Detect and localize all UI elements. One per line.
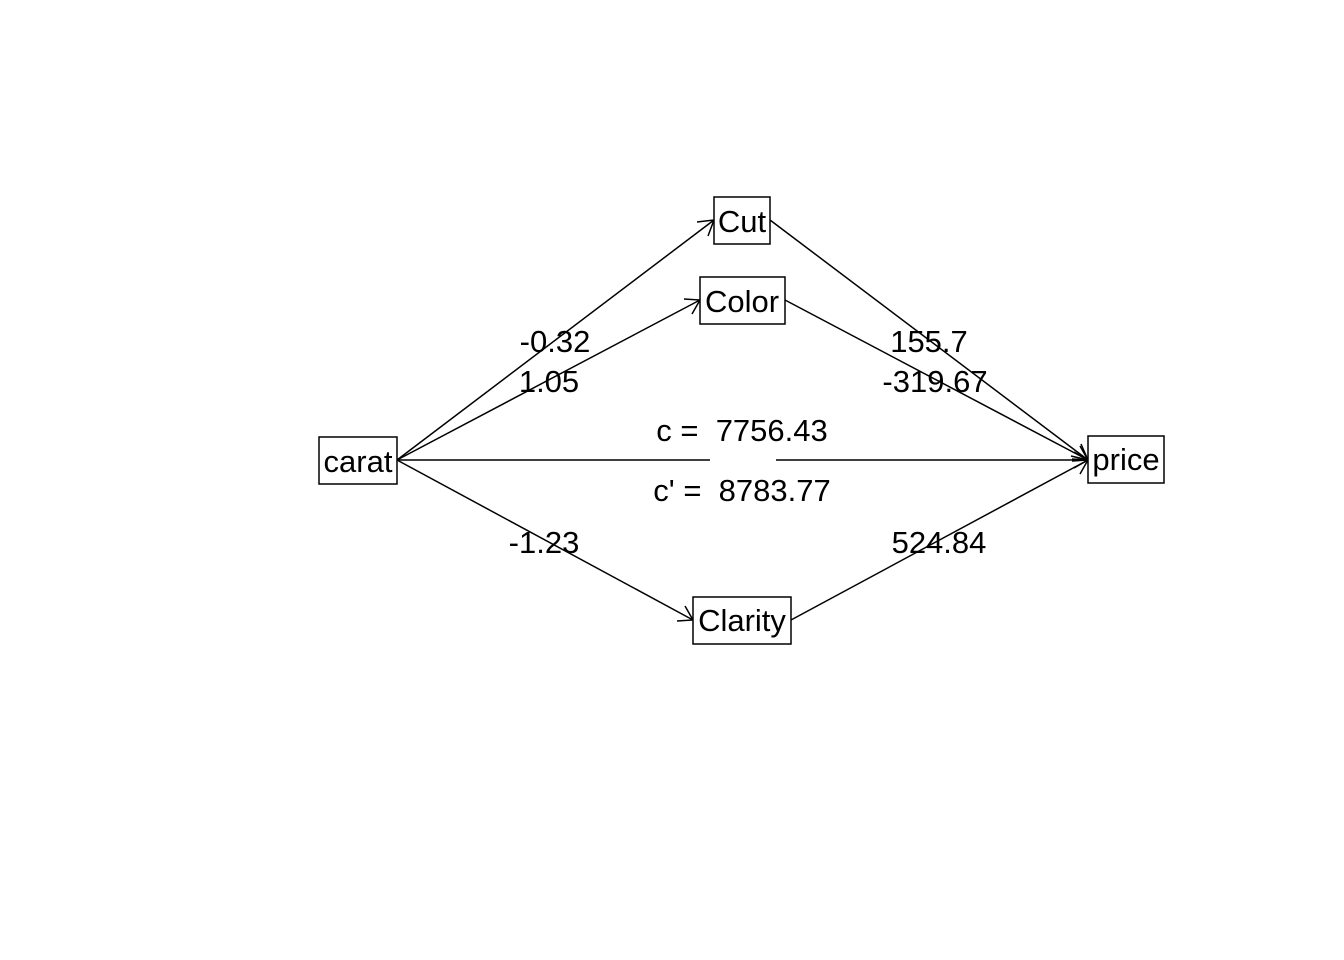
node-carat: carat — [318, 436, 398, 485]
node-price-box — [1087, 435, 1165, 484]
edge-color-to-price — [784, 299, 1089, 461]
edge-label-cut-price: 155.7 — [890, 324, 968, 359]
edge-label-clarity-price: 524.84 — [892, 525, 987, 560]
node-carat-box — [318, 436, 398, 485]
node-color-label: Color — [705, 284, 779, 319]
node-cut-label: Cut — [718, 204, 767, 239]
edge-carat-to-clarity — [396, 459, 694, 621]
direct-effect-label: c' = 8783.77 — [653, 473, 830, 508]
node-clarity-box — [692, 596, 792, 645]
total-effect-label: c = 7756.43 — [656, 413, 828, 448]
node-carat-label: carat — [324, 444, 393, 479]
node-cut: Cut — [713, 196, 771, 245]
node-color-box — [699, 276, 786, 325]
node-price: price — [1087, 435, 1165, 484]
edge-cut-to-price — [769, 219, 1089, 461]
node-clarity-label: Clarity — [698, 603, 786, 638]
node-price-label: price — [1092, 442, 1159, 477]
node-color: Color — [699, 276, 786, 325]
edge-label-color-price: -319.67 — [882, 364, 987, 399]
edge-label-carat-cut: -0.32 — [520, 324, 591, 359]
node-cut-box — [713, 196, 771, 245]
edge-label-carat-clarity: -1.23 — [509, 525, 580, 560]
edge-carat-to-cut — [396, 219, 715, 461]
node-clarity: Clarity — [692, 596, 792, 645]
edge-label-carat-color: 1.05 — [519, 364, 579, 399]
edge-carat-to-color — [396, 299, 701, 461]
edge-clarity-to-price — [790, 459, 1089, 621]
